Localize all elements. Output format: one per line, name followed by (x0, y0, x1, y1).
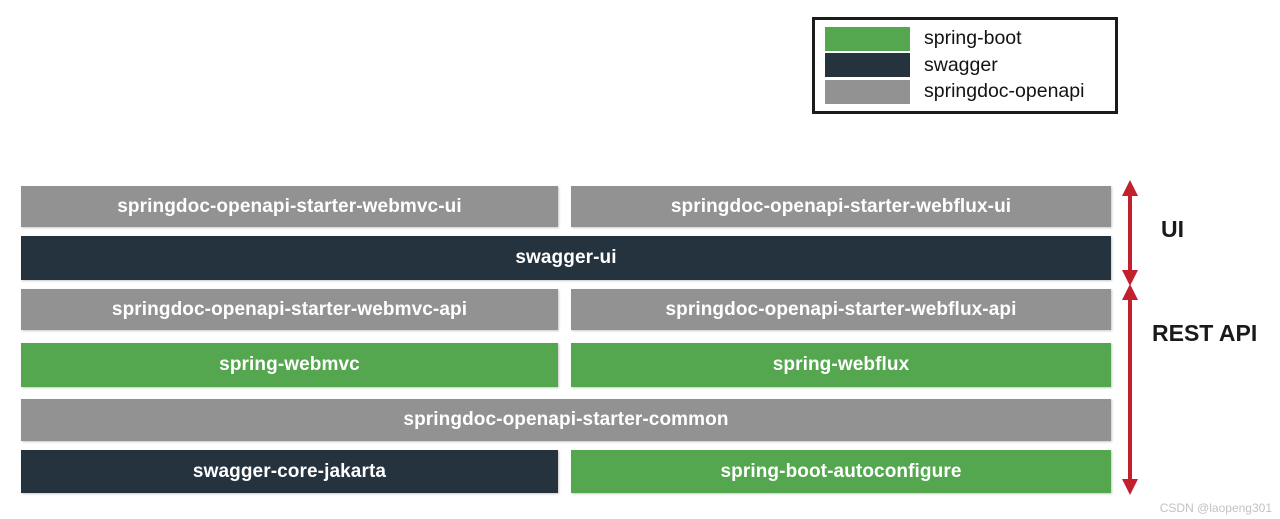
legend-item: swagger (825, 52, 1105, 78)
scope-annotations: UI REST API (1118, 178, 1280, 498)
scope-label-ui: UI (1161, 216, 1184, 242)
legend-item: springdoc-openapi (825, 79, 1105, 105)
stack-bar: springdoc-openapi-starter-common (21, 399, 1111, 441)
stack-bar: spring-webmvc (21, 343, 558, 387)
legend-label-spring-boot: spring-boot (924, 27, 1022, 50)
legend-swatch-icon-springdoc-openapi (825, 79, 910, 104)
scope-label-rest-api: REST API (1152, 320, 1258, 346)
stack-bar: springdoc-openapi-starter-webmvc-ui (21, 186, 558, 227)
stack-bar: spring-webflux (571, 343, 1111, 387)
stack-bar: springdoc-openapi-starter-webflux-ui (571, 186, 1111, 227)
stack-bar: swagger-ui (21, 236, 1111, 280)
legend-label-springdoc-openapi: springdoc-openapi (924, 80, 1085, 103)
stack-bar: swagger-core-jakarta (21, 450, 558, 493)
legend-box: spring-boot swagger springdoc-openapi (812, 17, 1118, 114)
stack-bar: springdoc-openapi-starter-webmvc-api (21, 289, 558, 330)
legend-item: spring-boot (825, 26, 1105, 52)
legend-swatch-icon-spring-boot (825, 27, 910, 52)
stack-bar: spring-boot-autoconfigure (571, 450, 1111, 493)
legend-label-swagger: swagger (924, 53, 998, 76)
double-headed-arrow-icon (1122, 180, 1138, 495)
legend-swatch-icon-swagger (825, 53, 910, 78)
watermark: CSDN @laopeng301 (1159, 501, 1272, 515)
stack-bar: springdoc-openapi-starter-webflux-api (571, 289, 1111, 330)
